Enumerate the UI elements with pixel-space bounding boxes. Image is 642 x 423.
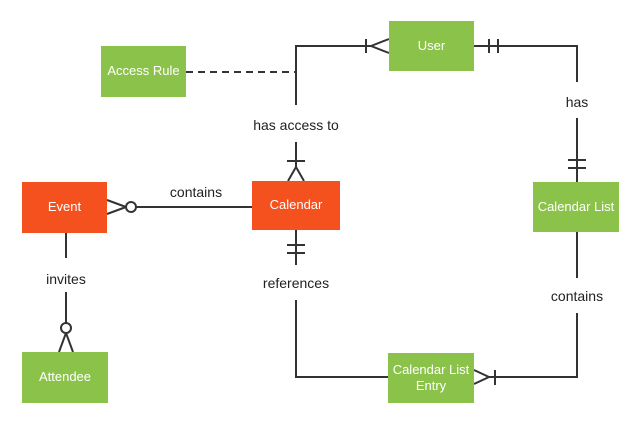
entity-event[interactable]: Event <box>22 182 107 233</box>
connector-references <box>287 230 388 378</box>
connector-contains-list-entry <box>473 232 578 385</box>
connector-contains-event-calendar <box>106 199 252 215</box>
entity-attendee[interactable]: Attendee <box>22 352 108 403</box>
relationship-label-references: references <box>260 275 332 291</box>
entity-calendar[interactable]: Calendar <box>252 181 340 230</box>
entity-event-label: Event <box>47 199 82 215</box>
entity-calendar-list-label: Calendar List <box>537 198 615 214</box>
entity-calendar-list-entry-label: Calendar List Entry <box>392 361 470 393</box>
relationship-label-has-access-to: has access to <box>251 117 341 133</box>
relationship-label-contains-list-entry: contains <box>548 288 606 304</box>
entity-attendee-label: Attendee <box>38 369 92 385</box>
relationship-label-contains-event-calendar: contains <box>167 184 225 200</box>
entity-calendar-list-entry[interactable]: Calendar List Entry <box>388 353 474 403</box>
entity-access-rule-label: Access Rule <box>107 63 180 79</box>
entity-calendar-list[interactable]: Calendar List <box>533 182 619 232</box>
entity-access-rule[interactable]: Access Rule <box>101 46 186 97</box>
connector-has <box>474 39 586 182</box>
connector-invites <box>58 233 74 353</box>
entity-user-label: User <box>417 37 446 53</box>
relationship-label-has: has <box>563 94 591 110</box>
relationship-label-invites: invites <box>44 271 88 287</box>
connector-has-access-to <box>287 38 390 182</box>
entity-user[interactable]: User <box>389 21 474 71</box>
entity-calendar-label: Calendar <box>269 197 323 213</box>
